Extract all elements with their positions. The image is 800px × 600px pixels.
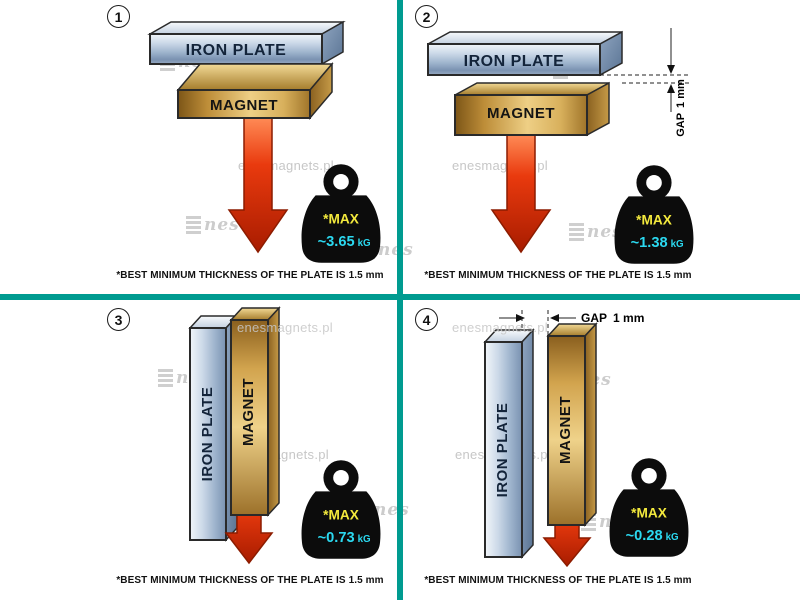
iron-plate-label: IRON PLATE [199, 387, 216, 482]
vertical-divider [397, 0, 403, 600]
magnet-label: MAGNET [210, 97, 278, 114]
horizontal-divider [0, 294, 800, 300]
max-label: *MAX [323, 508, 359, 523]
magnet-label: MAGNET [487, 105, 555, 122]
enes-logo-bars-icon [569, 223, 584, 241]
force-value: ~0.73 [318, 530, 355, 546]
watermark-text: enesmagnets.pl [237, 320, 333, 335]
enes-logo-text: nes [587, 222, 623, 242]
enes-logo-text: nes [378, 240, 414, 260]
force-unit: kG [671, 239, 684, 250]
enes-logo-bars-icon [186, 216, 201, 234]
force-unit: kG [358, 238, 371, 249]
diagram-flat-contact: IRON PLATE MAGNET [147, 20, 346, 254]
force-unit: kG [358, 534, 371, 545]
panel-number: 1 [107, 5, 130, 28]
pull-arrow [227, 117, 289, 254]
diagram-gap-1mm: IRON PLATE GAP1 mm MAGNET [427, 28, 690, 254]
magnet-label: MAGNET [240, 378, 257, 446]
weight-icon: *MAX ~0.73 kG [300, 458, 382, 565]
magnet: MAGNET [229, 306, 281, 517]
enes-logo-bars-icon [158, 369, 173, 387]
gap-label: GAP1 mm [675, 79, 687, 137]
iron-plate-label: IRON PLATE [186, 42, 287, 59]
panel-1-flat-contact: 1 nes nes nes enesmagnets.pl IRON PLATE [0, 0, 413, 294]
diagram-sliding-contact: IRON PLATE MAGNET [188, 306, 281, 565]
panel-number: 4 [415, 308, 438, 331]
weight-icon: *MAX ~3.65 kG [300, 162, 382, 269]
magnet-label: MAGNET [557, 396, 574, 464]
weight-icon: *MAX ~0.28 kG [608, 456, 690, 563]
weight-icon: *MAX ~1.38 kG [613, 163, 695, 270]
panel-number: 2 [415, 5, 438, 28]
magnet: MAGNET [454, 81, 610, 137]
force-unit: kG [666, 532, 679, 543]
enes-logo-watermark: nes [569, 222, 623, 242]
force-value: ~1.38 [631, 235, 668, 251]
iron-plate-label: IRON PLATE [494, 403, 511, 498]
max-label: *MAX [323, 212, 359, 227]
enes-logo-watermark: nes [186, 215, 240, 235]
enes-logo-text: nes [204, 215, 240, 235]
panel-3-sliding-contact: 3 nes nes enesmagnets.pl enesmagnets.pl … [0, 300, 409, 600]
panel-4-sliding-gap-1mm: 4 nes nes enesmagnets.pl enesmagnets.pl … [403, 300, 800, 600]
max-label: *MAX [636, 213, 672, 228]
force-value: ~0.28 [626, 528, 663, 544]
panel-number: 3 [107, 308, 130, 331]
gap-dimension: GAP1 mm [600, 28, 690, 137]
iron-plate: IRON PLATE [427, 30, 623, 77]
iron-plate: IRON PLATE [188, 314, 239, 542]
magnet: MAGNET [176, 61, 334, 121]
iron-plate: IRON PLATE [483, 328, 535, 559]
max-label: *MAX [631, 506, 667, 521]
iron-plate: IRON PLATE [147, 20, 346, 66]
magnet: MAGNET [546, 322, 598, 527]
pull-arrow [490, 134, 552, 254]
panel-2-gap-1mm: 2 nes nes enesmagnets.pl IRON PLATE [403, 0, 800, 294]
watermark-text: enesmagnets.pl [452, 320, 548, 335]
force-value: ~3.65 [318, 234, 355, 250]
iron-plate-label: IRON PLATE [464, 53, 565, 70]
